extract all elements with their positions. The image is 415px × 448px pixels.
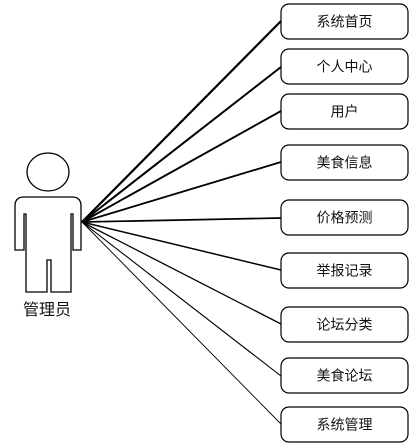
use-case-label: 系统管理 (317, 418, 373, 434)
use-case-box (280, 144, 409, 181)
use-case-box (280, 306, 409, 343)
use-case-box (280, 252, 409, 289)
actor-head (26, 152, 70, 192)
use-case-label: 个人中心 (317, 60, 373, 76)
use-case-label: 美食信息 (317, 155, 373, 172)
use-case-label: 用户 (331, 104, 359, 121)
use-case-5: 价格预测 (280, 199, 409, 236)
association-lines (81, 20, 282, 425)
association-line-2 (81, 66, 282, 223)
actor-body (14, 196, 82, 293)
use-case-box (280, 48, 409, 85)
association-line-1 (81, 20, 282, 223)
use-case-label: 举报记录 (317, 264, 373, 280)
use-case-label: 价格预测 (317, 211, 373, 227)
association-line-3 (81, 110, 282, 223)
use-case-box (280, 406, 409, 443)
use-case-label: 论坛分类 (317, 318, 373, 334)
use-case-6: 举报记录 (280, 252, 409, 289)
use-case-8: 美食论坛 (280, 357, 409, 394)
use-case-4: 美食信息 (280, 144, 409, 181)
association-line-8 (81, 221, 282, 377)
use-case-box (280, 3, 409, 40)
association-line-4 (81, 161, 282, 223)
association-line-9 (81, 221, 282, 425)
association-line-6 (81, 221, 282, 271)
use-case-box (280, 199, 409, 236)
use-case-2: 个人中心 (280, 48, 409, 85)
actor-name: 管理员 (23, 300, 71, 319)
association-line-5 (81, 217, 282, 223)
actor-figure (14, 152, 82, 293)
association-line-7 (81, 221, 282, 325)
use-case-box (280, 93, 409, 130)
use-case-3: 用户 (280, 93, 409, 130)
use-case-1: 系统首页 (280, 3, 409, 40)
use-case-9: 系统管理 (280, 406, 409, 443)
use-case-7: 论坛分类 (280, 306, 409, 343)
use-case-box (280, 357, 409, 394)
use-case-label: 美食论坛 (317, 368, 373, 385)
use-case-label: 系统首页 (317, 15, 373, 31)
